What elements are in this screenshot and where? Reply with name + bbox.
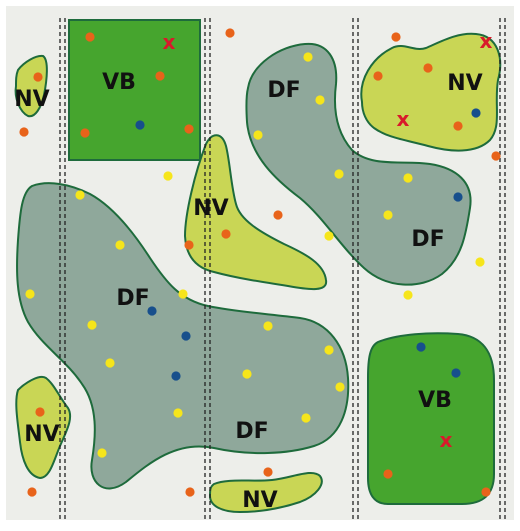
label-df-right: DF [411, 227, 444, 252]
yellow-sample-point [303, 52, 313, 62]
orange-sample-point [184, 124, 194, 134]
cross-marker: x [440, 428, 453, 452]
orange-sample-point [391, 32, 401, 42]
blue-sample-point [171, 371, 181, 381]
yellow-sample-point [475, 257, 485, 267]
label-df-large-left: DF [116, 286, 149, 311]
orange-sample-point [27, 487, 37, 497]
yellow-sample-point [87, 320, 97, 330]
blue-sample-point [416, 342, 426, 352]
orange-sample-point [373, 71, 383, 81]
orange-sample-point [423, 63, 433, 73]
orange-sample-point [184, 240, 194, 250]
label-nv-bottom-center: NV [242, 488, 277, 513]
cross-marker: x [397, 107, 410, 131]
orange-sample-point [491, 151, 501, 161]
label-nv-top-left: NV [14, 87, 49, 112]
orange-sample-point [225, 28, 235, 38]
label-df-lower: DF [235, 419, 268, 444]
blue-sample-point [453, 192, 463, 202]
nv-region-top-left [14, 54, 48, 118]
yellow-sample-point [178, 289, 188, 299]
yellow-sample-point [25, 289, 35, 299]
blue-sample-point [147, 306, 157, 316]
orange-sample-point [185, 487, 195, 497]
sample-points-layer [19, 28, 501, 497]
yellow-sample-point [97, 448, 107, 458]
cross-marker: x [480, 29, 493, 53]
yellow-sample-point [263, 321, 273, 331]
orange-sample-point [19, 127, 29, 137]
yellow-sample-point [163, 171, 173, 181]
yellow-sample-point [242, 369, 252, 379]
yellow-sample-point [324, 231, 334, 241]
label-nv-center: NV [193, 196, 228, 221]
yellow-sample-point [403, 173, 413, 183]
orange-sample-point [80, 128, 90, 138]
yellow-sample-point [115, 240, 125, 250]
label-nv-top-right: NV [447, 71, 482, 96]
nv-region-top-right [360, 32, 502, 152]
orange-sample-point [453, 121, 463, 131]
yellow-sample-point [253, 130, 263, 140]
orange-sample-point [35, 407, 45, 417]
yellow-sample-point [334, 169, 344, 179]
survey-transect-lines [59, 18, 506, 522]
orange-sample-point [383, 469, 393, 479]
blue-sample-point [181, 331, 191, 341]
blue-sample-point [471, 108, 481, 118]
region-labels-layer: NV VB DF NV NV DF DF VB NV DF NV [14, 70, 482, 513]
yellow-sample-point [324, 345, 334, 355]
cross-marker: x [163, 30, 176, 54]
label-vb-top-left: VB [102, 70, 136, 95]
label-df-top-center: DF [267, 78, 300, 103]
cross-markers-layer: x x x x [163, 29, 493, 452]
orange-sample-point [155, 71, 165, 81]
yellow-sample-point [383, 210, 393, 220]
blue-sample-point [451, 368, 461, 378]
yellow-sample-point [403, 290, 413, 300]
orange-sample-point [85, 32, 95, 42]
yellow-sample-point [173, 408, 183, 418]
yellow-sample-point [105, 358, 115, 368]
blue-sample-point [135, 120, 145, 130]
orange-sample-point [273, 210, 283, 220]
orange-sample-point [33, 72, 43, 82]
label-vb-bottom-right: VB [418, 388, 452, 413]
label-nv-bottom-left: NV [24, 422, 59, 447]
df-region-top-center [245, 42, 472, 286]
yellow-sample-point [75, 190, 85, 200]
yellow-sample-point [315, 95, 325, 105]
orange-sample-point [481, 487, 491, 497]
yellow-sample-point [335, 382, 345, 392]
orange-sample-point [263, 467, 273, 477]
vb-region-bottom-right [366, 332, 496, 506]
orange-sample-point [221, 229, 231, 239]
yellow-sample-point [301, 413, 311, 423]
